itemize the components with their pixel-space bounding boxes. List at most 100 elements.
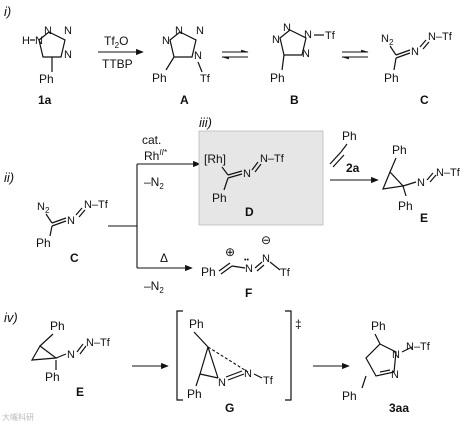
atom-N: N bbox=[304, 29, 312, 41]
atom-N: N bbox=[67, 215, 75, 227]
substituent-Tf: Tf bbox=[280, 267, 291, 279]
substituent-Ph: Ph bbox=[371, 319, 386, 333]
compound-label-F: F bbox=[245, 286, 252, 300]
atom-N: N bbox=[283, 22, 291, 34]
substituent-Ph: Ph bbox=[50, 319, 65, 333]
atom-N: N bbox=[162, 35, 170, 47]
substituent-Ph: Ph bbox=[189, 317, 204, 331]
reagent-rh: cat. RhII* –N2 bbox=[142, 133, 168, 191]
charge-plus: ⊕ bbox=[225, 245, 235, 259]
compound-label-D: D bbox=[245, 205, 254, 219]
substituent-Ph: Ph bbox=[45, 370, 60, 384]
compound-F: Ph ⊕ •• N ⊖ N Tf F bbox=[201, 233, 291, 300]
atom-N: N bbox=[417, 177, 425, 189]
compound-label-B: B bbox=[290, 93, 299, 107]
section-label-ii: ii) bbox=[4, 170, 14, 185]
equilibrium-BC bbox=[341, 49, 369, 60]
compound-label-2a: 2a bbox=[346, 161, 360, 175]
section-label-iii: iii) bbox=[199, 115, 212, 130]
reagent-heat: Δ –N2 bbox=[144, 251, 168, 295]
substituent-Ph: Ph bbox=[342, 129, 357, 143]
atom-Rh: [Rh] bbox=[204, 152, 226, 166]
atom-N: N bbox=[35, 35, 43, 47]
compound-D: [Rh] N N–Tf Ph D bbox=[204, 152, 285, 219]
atom-N: N bbox=[411, 46, 419, 58]
compound-label-G: G bbox=[225, 401, 234, 415]
substituent-Ph: Ph bbox=[201, 265, 216, 279]
equilibrium-AB bbox=[221, 49, 249, 60]
compound-E-iv: Ph N N–Tf Ph E bbox=[30, 319, 111, 399]
atom-N: N bbox=[392, 349, 400, 361]
atom-N: N bbox=[196, 25, 204, 37]
atom-N: N bbox=[67, 349, 75, 361]
atom-N-Tf: N–Tf bbox=[84, 199, 109, 211]
atom-N-Tf: N–Tf bbox=[436, 167, 461, 179]
atom-H: H bbox=[22, 35, 30, 47]
compound-label-E2: E bbox=[76, 385, 84, 399]
atom-N: N bbox=[245, 263, 253, 275]
lone-pair: •• bbox=[244, 257, 249, 264]
atom-N: N bbox=[64, 49, 72, 61]
reagent-rh-label: RhII* bbox=[144, 148, 168, 163]
atom-N: N bbox=[44, 25, 52, 37]
atom-N: N bbox=[262, 253, 270, 265]
compound-A: N N N N Tf Ph A bbox=[152, 25, 211, 107]
atom-N: N bbox=[175, 25, 183, 37]
substituent-Tf: Tf bbox=[325, 30, 336, 42]
arrow-tf2o: Tf2O TTBP bbox=[98, 34, 144, 71]
substituent-Ph: Ph bbox=[212, 191, 227, 205]
substituent-Ph: Ph bbox=[187, 387, 202, 401]
compound-label-3aa: 3aa bbox=[389, 401, 409, 415]
atom-N2: N2 bbox=[381, 33, 394, 47]
watermark: 大嘴科研 bbox=[2, 412, 34, 422]
atom-N: N bbox=[244, 368, 252, 380]
atom-N: N bbox=[64, 25, 72, 37]
reagent-minus-n2-2: –N2 bbox=[144, 279, 164, 295]
substituent-Ph: Ph bbox=[384, 71, 399, 85]
substituent-Ph: Ph bbox=[39, 72, 54, 86]
section-label-i: i) bbox=[4, 4, 11, 19]
reagent-ttbp: TTBP bbox=[102, 57, 133, 71]
atom-N-Tf: N–Tf bbox=[260, 153, 285, 165]
branch-lines bbox=[108, 160, 201, 272]
atom-N: N bbox=[218, 377, 226, 389]
substituent-Tf: Tf bbox=[263, 375, 274, 387]
intermediate-box bbox=[198, 130, 324, 226]
compound-E: Ph N N–Tf Ph E bbox=[382, 143, 461, 225]
compound-label-E: E bbox=[420, 211, 428, 225]
atom-N: N bbox=[243, 168, 251, 180]
compound-B: N N N N Tf Ph B bbox=[270, 22, 336, 107]
substituent-Ph: Ph bbox=[270, 71, 285, 85]
compound-2a: Ph 2a bbox=[329, 129, 360, 175]
reagent-tf2o: Tf2O bbox=[104, 34, 128, 50]
atom-N: N bbox=[194, 50, 202, 62]
substituent-Ph: Ph bbox=[36, 236, 51, 250]
compound-label-A: A bbox=[180, 93, 189, 107]
atom-N: N bbox=[302, 48, 310, 60]
charge-minus: ⊖ bbox=[261, 233, 271, 247]
compound-label-C2: C bbox=[70, 251, 79, 265]
atom-N-Tf: N–Tf bbox=[428, 31, 453, 43]
substituent-Ph: Ph bbox=[152, 71, 167, 85]
compound-3aa: Ph N N N–Tf Ph 3aa bbox=[342, 319, 431, 415]
compound-C-left: N2 N N–Tf Ph C bbox=[36, 199, 109, 265]
section-label-iv: iv) bbox=[4, 310, 18, 325]
reagent-cat: cat. bbox=[142, 133, 161, 147]
compound-label-C: C bbox=[420, 93, 429, 107]
substituent-Ph: Ph bbox=[398, 199, 413, 213]
substituent-Tf: Tf bbox=[200, 73, 211, 85]
reagent-minus-n2: –N2 bbox=[144, 175, 164, 191]
double-dagger: ‡ bbox=[295, 317, 302, 331]
transition-state-G: ‡ Ph N N Tf Ph G bbox=[176, 310, 302, 415]
reagent-delta: Δ bbox=[160, 251, 168, 265]
atom-N-Tf: N–Tf bbox=[86, 337, 111, 349]
compound-1a: N N N N H Ph 1a bbox=[22, 25, 72, 107]
substituent-Ph: Ph bbox=[342, 389, 357, 403]
atom-N: N bbox=[391, 369, 399, 381]
atom-N2: N2 bbox=[37, 201, 50, 215]
compound-C-top: N2 N N–Tf Ph C bbox=[381, 31, 453, 107]
substituent-Tf: N–Tf bbox=[406, 341, 431, 353]
substituent-Ph: Ph bbox=[392, 143, 407, 157]
compound-label-1a: 1a bbox=[38, 93, 52, 107]
